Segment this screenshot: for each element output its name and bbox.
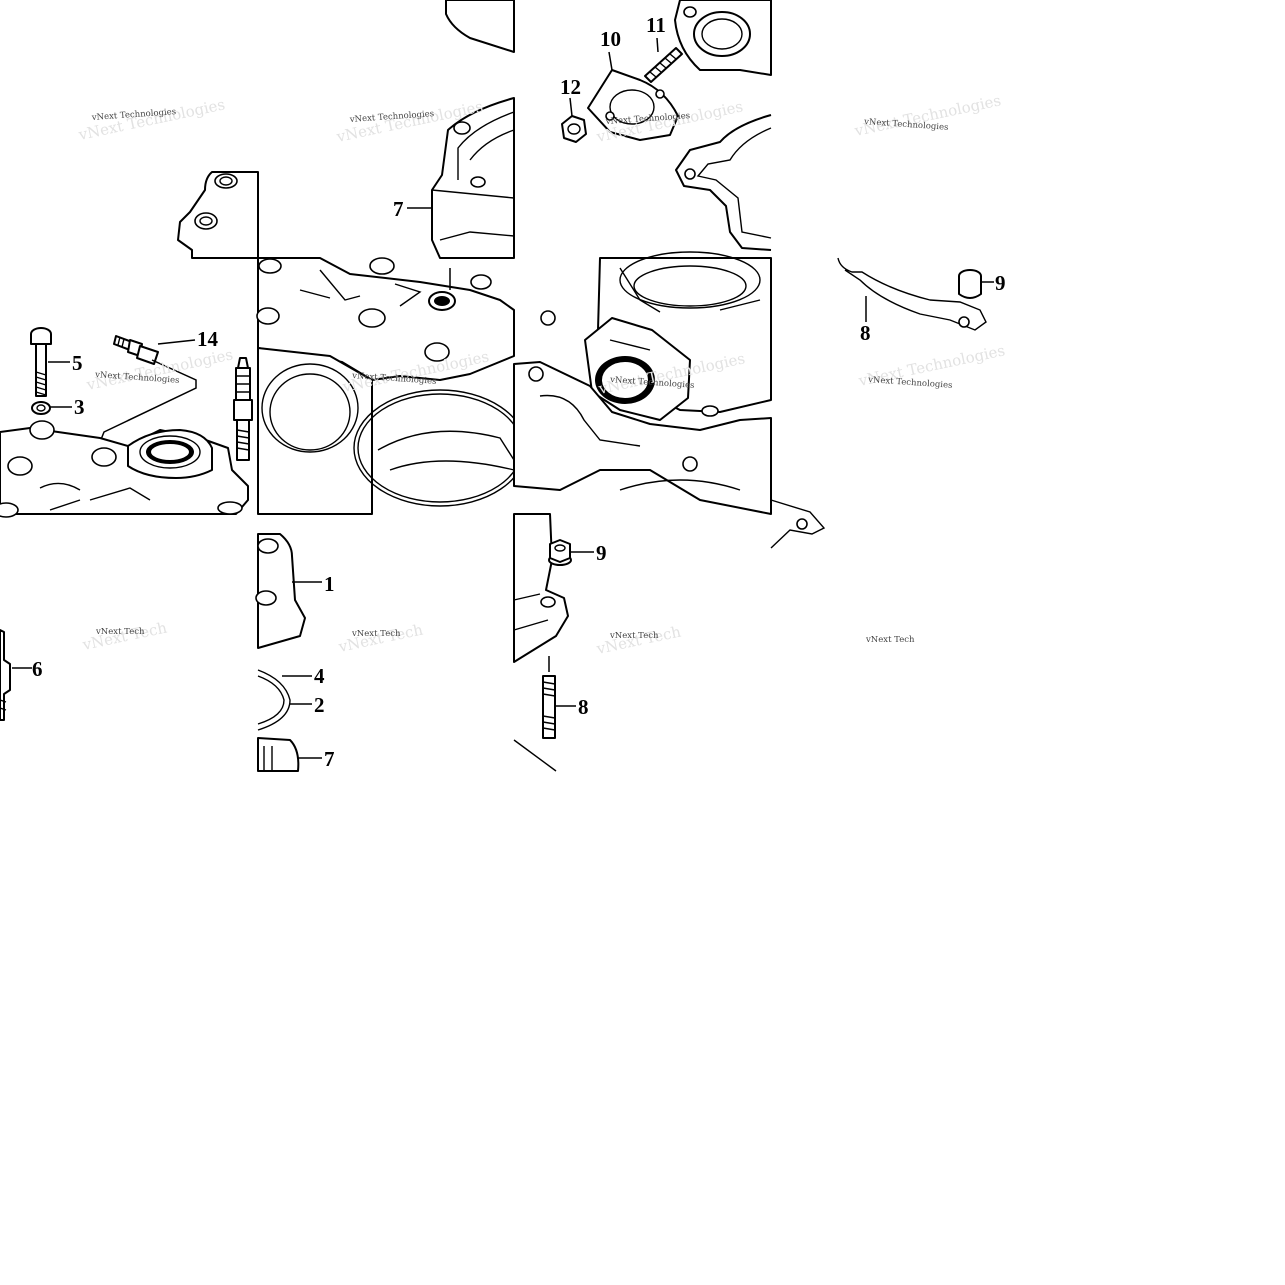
callout-2: 2 (314, 693, 325, 717)
nut-14 (561, 115, 587, 143)
cylinder-head-center (256, 257, 515, 381)
callout-8: 8 (860, 321, 871, 345)
callout-9: 8 (578, 695, 589, 719)
cylinder-head-left (0, 420, 249, 518)
temperature-sensor-15 (113, 335, 159, 365)
callout-14: 12 (560, 75, 581, 99)
watermark: vNext Technologies (867, 375, 953, 391)
callout-12: 10 (600, 27, 621, 51)
exhaust-flange-fragment (674, 0, 772, 76)
cylinder-right (597, 251, 772, 417)
callout-3: 3 (74, 395, 85, 419)
base-gasket-fragment-top (675, 114, 772, 251)
callout-15: 14 (197, 327, 219, 351)
cylinder-bore-center (257, 347, 373, 515)
watermark: vNext Tech (865, 635, 915, 645)
callout-13: 11 (646, 13, 666, 37)
flange-nut-10 (548, 539, 572, 566)
dowel-11 (958, 269, 982, 299)
spark-plug (233, 357, 253, 461)
head-corner-fragment (177, 171, 259, 259)
bolt-5 (30, 327, 52, 397)
callout-1: 1 (324, 572, 335, 596)
o-ring-4-and-2 (257, 669, 291, 731)
watermark: vNext Technologies (84, 345, 234, 394)
callout-10: 9 (596, 541, 607, 565)
watermark: vNext Technologies (852, 91, 1002, 140)
callout-7-bottom: 7 (324, 747, 335, 771)
o-ring-center (353, 389, 527, 507)
washer-3 (31, 401, 51, 415)
cylinder-fragment-top (431, 0, 515, 259)
watermark: vNext Tech (95, 627, 145, 637)
callout-6: 6 (32, 657, 43, 681)
part-6 (0, 629, 11, 721)
cylinder-7-bottom (257, 737, 300, 772)
exhaust-port-right (584, 317, 691, 421)
callout-7-top: 7 (393, 197, 404, 221)
callout-11: 9 (995, 271, 1006, 295)
callout-5: 5 (72, 351, 83, 375)
gasket-12 (587, 69, 679, 141)
cylinder-head-1 (255, 533, 306, 649)
gasket-8 (837, 257, 987, 331)
stud-9 (542, 656, 556, 739)
watermark: vNext Tech (351, 629, 401, 639)
crankcase-fragment (513, 513, 569, 772)
base-gasket-right (513, 310, 772, 515)
base-gasket-lower-right (770, 499, 826, 549)
callout-4: 4 (314, 664, 325, 688)
watermark: vNext Tech (609, 631, 659, 641)
stud-13 (644, 47, 683, 83)
